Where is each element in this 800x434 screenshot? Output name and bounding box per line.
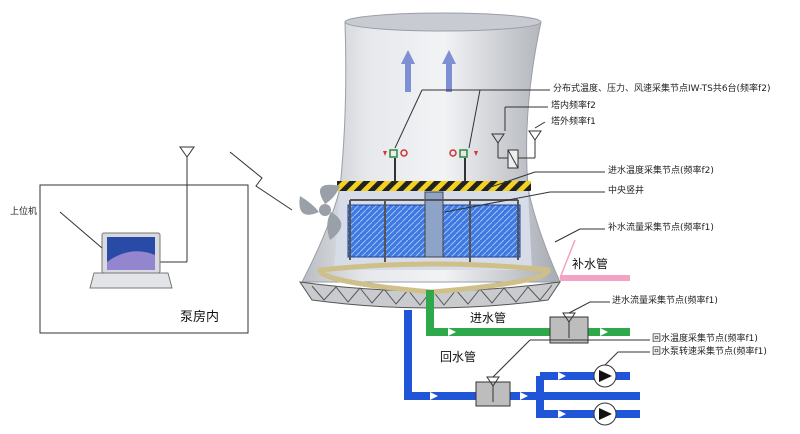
- sensor-node-1: [383, 149, 408, 182]
- label-return-pipe: 回水管: [440, 350, 477, 364]
- label-inlet-pipe: 进水管: [470, 311, 507, 325]
- makeup-pipe: [560, 275, 630, 281]
- label-host-pc: 上位机: [10, 207, 38, 217]
- support-frame: [349, 199, 519, 262]
- tower-top-opening: [344, 12, 542, 32]
- inner-outer-antenna: [491, 130, 542, 169]
- label-central-shaft: 中央竖井: [608, 186, 645, 196]
- label-makeup-flow-node: 补水流量采集节点(频率f1): [608, 223, 714, 233]
- label-outer-freq: 塔外频率f1: [551, 117, 596, 127]
- flow-sensor-icon: [549, 312, 589, 344]
- pump-icon: [593, 364, 617, 426]
- inner-ring: [317, 261, 551, 295]
- airflow-up-arrow: [401, 50, 456, 92]
- label-pump-speed-node: 回水泵转速采集节点(频率f1): [652, 347, 767, 357]
- fan-icon: [299, 184, 342, 240]
- label-distributed-nodes: 分布式温度、压力、风速采集节点IW-TS共6台(频率f2): [553, 84, 771, 94]
- label-inner-freq: 塔内频率f2: [551, 101, 596, 111]
- label-return-temp-node: 回水温度采集节点(频率f1): [652, 334, 758, 344]
- label-inlet-flow-node: 进水流量采集节点(频率f1): [612, 296, 718, 306]
- label-makeup-pipe: 补水管: [572, 257, 609, 271]
- label-pump-room: 泵房内: [180, 310, 220, 325]
- sensor-node-2: [449, 149, 478, 182]
- central-shaft: [424, 191, 444, 258]
- label-inlet-temp-node: 进水温度采集节点(频率f2): [608, 166, 714, 176]
- pump-room-box: [39, 184, 249, 334]
- leader-lines: [394, 89, 605, 243]
- antenna-icon: [160, 146, 195, 263]
- laptop-icon: [89, 232, 173, 289]
- return-flow-sensor-icon: [475, 376, 511, 407]
- hazard-stripe: [337, 181, 531, 191]
- lightning-link-icon: [229, 151, 293, 211]
